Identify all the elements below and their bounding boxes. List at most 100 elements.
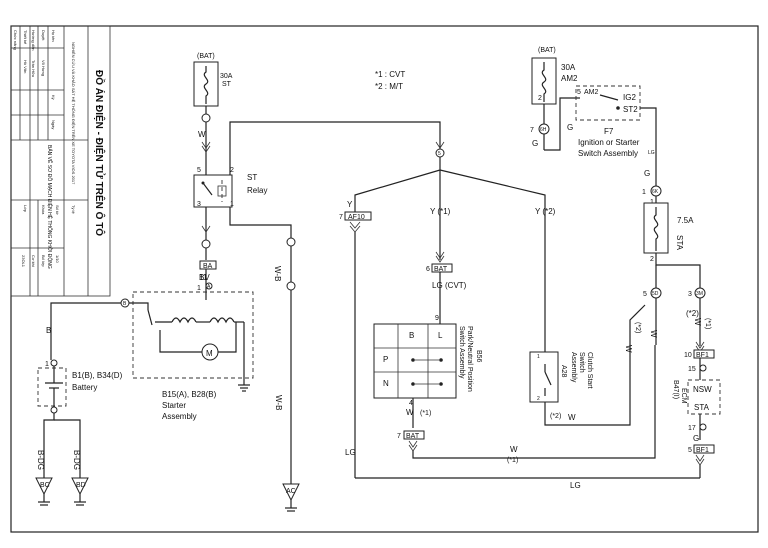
relay-pin-2: 2 xyxy=(230,167,234,174)
battery-name: Battery xyxy=(72,383,97,392)
wire-w-star1b: (*1) xyxy=(420,410,431,417)
conn-1-6k: 1 xyxy=(642,189,646,196)
wire-g-4: G xyxy=(693,434,699,443)
role-2: Hướng dẫn xyxy=(31,30,36,50)
wire-w-5: W xyxy=(624,345,633,353)
ground-ac-label: AC xyxy=(286,488,296,495)
wire-star1: (*1) xyxy=(507,457,518,464)
pn-col-b: B xyxy=(409,331,414,340)
right-label-2: Khóa xyxy=(41,205,46,215)
bat-left-label: (BAT) xyxy=(197,53,215,60)
f7-name: F7 xyxy=(604,127,614,136)
note-cvt: *1 : CVT xyxy=(375,70,405,79)
fuse-am2-name: AM2 xyxy=(561,74,578,83)
pn-row-n: N xyxy=(383,379,389,388)
wire-lg-bottom: LG xyxy=(570,481,581,490)
right-label-3: Lớp xyxy=(23,205,28,213)
cl-pin-2: 2 xyxy=(537,396,540,402)
pn-desc-2: Park/Neutral Position xyxy=(466,326,473,392)
conn-5-5d: 5 xyxy=(643,291,647,298)
ig-ig2: IG2 xyxy=(623,93,636,102)
ground-bc-label: BC xyxy=(40,482,50,489)
main-title: ĐỒ ÁN ĐIỆN - ĐIỆN TỬ TRÊN Ô TÔ xyxy=(93,70,106,236)
conn-7b: 7 xyxy=(397,433,401,440)
right-label-0: Tỷ lệ xyxy=(71,205,76,214)
fuse-sta: 1 2 7.5A STA xyxy=(643,199,694,263)
pn-id: B56 xyxy=(475,350,482,363)
ecm-desc: ECM xyxy=(680,388,687,404)
right-value-2: Cơ khí xyxy=(31,255,36,268)
ecm-id: B47(I) xyxy=(672,380,679,399)
wire-g-3: G xyxy=(644,169,650,178)
wire-w-6: W xyxy=(693,318,702,326)
batt-pin-1: 1 xyxy=(45,361,49,368)
role-1: Thiết kế xyxy=(23,30,28,45)
wire-bdg-1: B-DG xyxy=(36,450,45,470)
conn-6: 6 xyxy=(426,266,430,273)
wire-w-4: W xyxy=(649,330,658,338)
conn-5d: 5D xyxy=(652,291,659,297)
wire-lg: LG xyxy=(432,281,443,290)
branch-5: 5 xyxy=(438,151,441,157)
cl-id: A28 xyxy=(560,365,567,378)
col-header-2: Ngày xyxy=(51,120,56,129)
wire-b: B xyxy=(46,326,51,335)
fuse-sta-amp: 7.5A xyxy=(677,216,694,225)
battery-id: B1(B), B34(D) xyxy=(72,371,123,380)
name-2: Võ Hưng xyxy=(41,60,46,76)
conn-5-bf1: 5 xyxy=(688,447,692,454)
relay-sub: Relay xyxy=(247,186,267,195)
pn-desc-1: Switch Assembly xyxy=(458,326,465,379)
conn-bf1-b: BF1 xyxy=(696,447,709,454)
wire-y-1: Y xyxy=(347,200,353,209)
fuse-st: (BAT) 30A ST xyxy=(193,53,233,107)
fuse-st-name: ST xyxy=(222,81,232,88)
col-header-0: Họ tên xyxy=(51,30,56,42)
wire-wb-2: W-B xyxy=(274,395,283,410)
pn-col-l: L xyxy=(438,331,443,340)
conn-1a: 1 xyxy=(197,285,201,292)
wire-g-2: G xyxy=(567,123,573,132)
conn-11: 11 xyxy=(199,273,208,282)
fuse-st-amp: 30A xyxy=(220,73,233,80)
motor-m: M xyxy=(206,349,213,358)
conn-b: B xyxy=(123,301,127,307)
conn-17: 17 xyxy=(688,425,696,432)
wire-g-1: G xyxy=(532,139,538,148)
drawing-name-1: BẢN VẼ SƠ ĐỒ MẠCH ĐIỆN HỆ THỐNG KHỞI ĐỘN… xyxy=(46,145,54,269)
conn-7-6h: 7 xyxy=(530,127,534,134)
relay-name: ST xyxy=(247,173,257,182)
fuse-sta-name: STA xyxy=(675,235,684,251)
st-relay: 5 2 3 1 ST Relay xyxy=(193,167,267,208)
wire-lg-left: LG xyxy=(345,448,356,457)
wire-w-star1: W xyxy=(406,408,414,417)
cl-desc-2: Switch xyxy=(578,352,585,373)
wire-y-cvt: Y (*1) xyxy=(430,207,451,216)
wire-wb-1: W-B xyxy=(273,266,282,281)
relay-pin-5: 5 xyxy=(197,167,201,174)
clutch-start-switch: 1 2 A28 Clutch Start Switch Assembly xyxy=(529,351,593,403)
wire-y-mt: Y (*2) xyxy=(535,207,556,216)
conn-bat-7: BAT xyxy=(406,433,420,440)
wire-lg-cvt: (CVT) xyxy=(445,281,467,290)
ground-bc: BC xyxy=(35,477,53,506)
conn-15: 15 xyxy=(688,366,696,373)
conn-a: A xyxy=(207,284,211,290)
am2-pin-2: 2 xyxy=(538,95,542,102)
starter-name: Starter xyxy=(162,401,186,410)
col-header-1: Ký xyxy=(51,95,56,100)
conn-ba: BA xyxy=(203,263,213,270)
pn-row-p: P xyxy=(383,355,388,364)
starter-id: B15(A), B28(B) xyxy=(162,390,217,399)
wire-bdg-2: B-DG xyxy=(72,450,81,470)
conn-bv: BV xyxy=(199,273,210,282)
relay-pin-1: 1 xyxy=(230,201,234,208)
wire-w-1: W xyxy=(198,130,206,139)
ecm-sta: STA xyxy=(694,403,710,412)
conn-bf1: BF1 xyxy=(696,352,709,359)
conn-bat-6: BAT xyxy=(434,266,448,273)
ig-st2: ST2 xyxy=(623,105,638,114)
f7-desc-2: Switch Assembly xyxy=(578,149,638,158)
